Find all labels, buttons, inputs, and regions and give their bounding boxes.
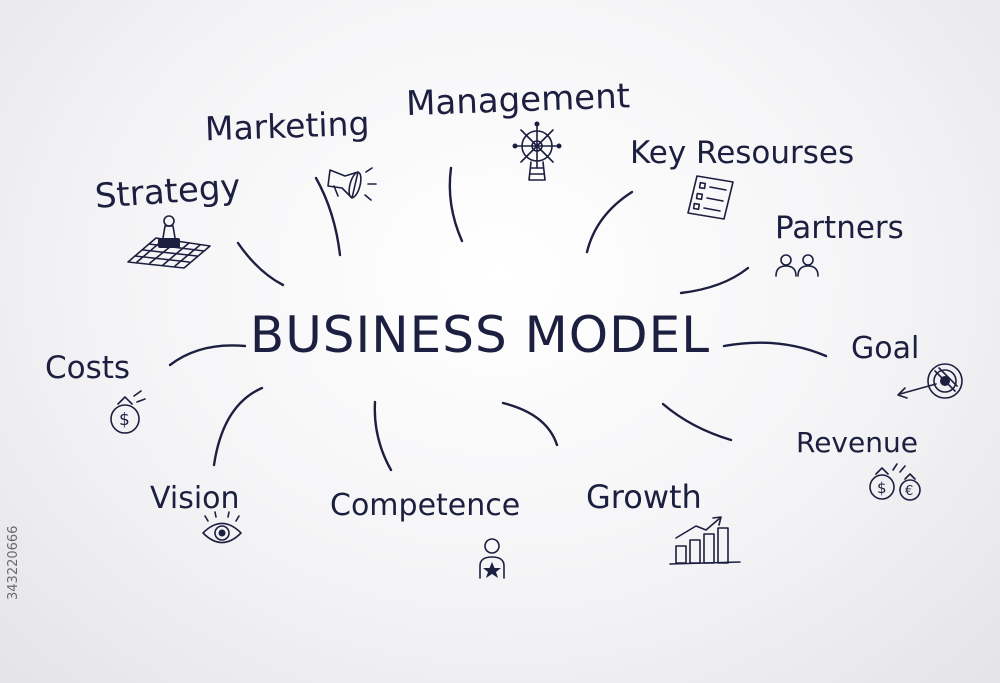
- connector-marketing: [314, 176, 342, 257]
- node-goal-label: Goal: [851, 331, 919, 366]
- node-costs-label: Costs: [45, 350, 130, 386]
- people-icon: [775, 254, 819, 277]
- center-title: BUSINESS MODEL: [250, 306, 710, 364]
- growth-chart-icon: [669, 516, 741, 565]
- connector-lines: [168, 166, 828, 472]
- svg-text:€: €: [905, 484, 913, 499]
- dollar-bag-icon: $: [110, 390, 146, 434]
- node-growth-label: Growth: [586, 478, 702, 516]
- node-key-resources-label: Key Resourses: [630, 135, 854, 171]
- target-arrow-icon: [897, 363, 963, 399]
- ship-wheel-icon: [512, 121, 562, 181]
- svg-text:$: $: [119, 410, 130, 430]
- connector-competence: [373, 400, 393, 472]
- person-star-icon: [479, 538, 505, 579]
- connector-key-resources: [585, 190, 634, 254]
- connector-goal: [722, 341, 828, 358]
- connector-costs: [168, 344, 247, 367]
- connector-growth: [501, 401, 559, 447]
- node-vision-label: Vision: [150, 481, 240, 516]
- node-competence-label: Competence: [330, 488, 520, 523]
- money-bags-icon: $ €: [869, 463, 921, 501]
- connector-partners: [679, 266, 750, 295]
- node-strategy-label: Strategy: [94, 167, 242, 217]
- chess-board-icon: [127, 215, 211, 269]
- node-marketing-label: Marketing: [204, 104, 370, 149]
- stock-id-text: 343220666: [6, 526, 21, 600]
- connector-strategy: [236, 241, 285, 287]
- node-management-label: Management: [405, 76, 630, 124]
- node-revenue-label: Revenue: [796, 426, 918, 459]
- checklist-icon: [687, 175, 734, 220]
- eye-icon: [202, 511, 242, 544]
- connector-vision: [212, 386, 264, 467]
- connector-management: [448, 166, 464, 243]
- svg-text:$: $: [877, 479, 887, 497]
- connector-revenue: [661, 402, 733, 442]
- node-partners-label: Partners: [775, 210, 904, 246]
- megaphone-icon: [327, 167, 377, 201]
